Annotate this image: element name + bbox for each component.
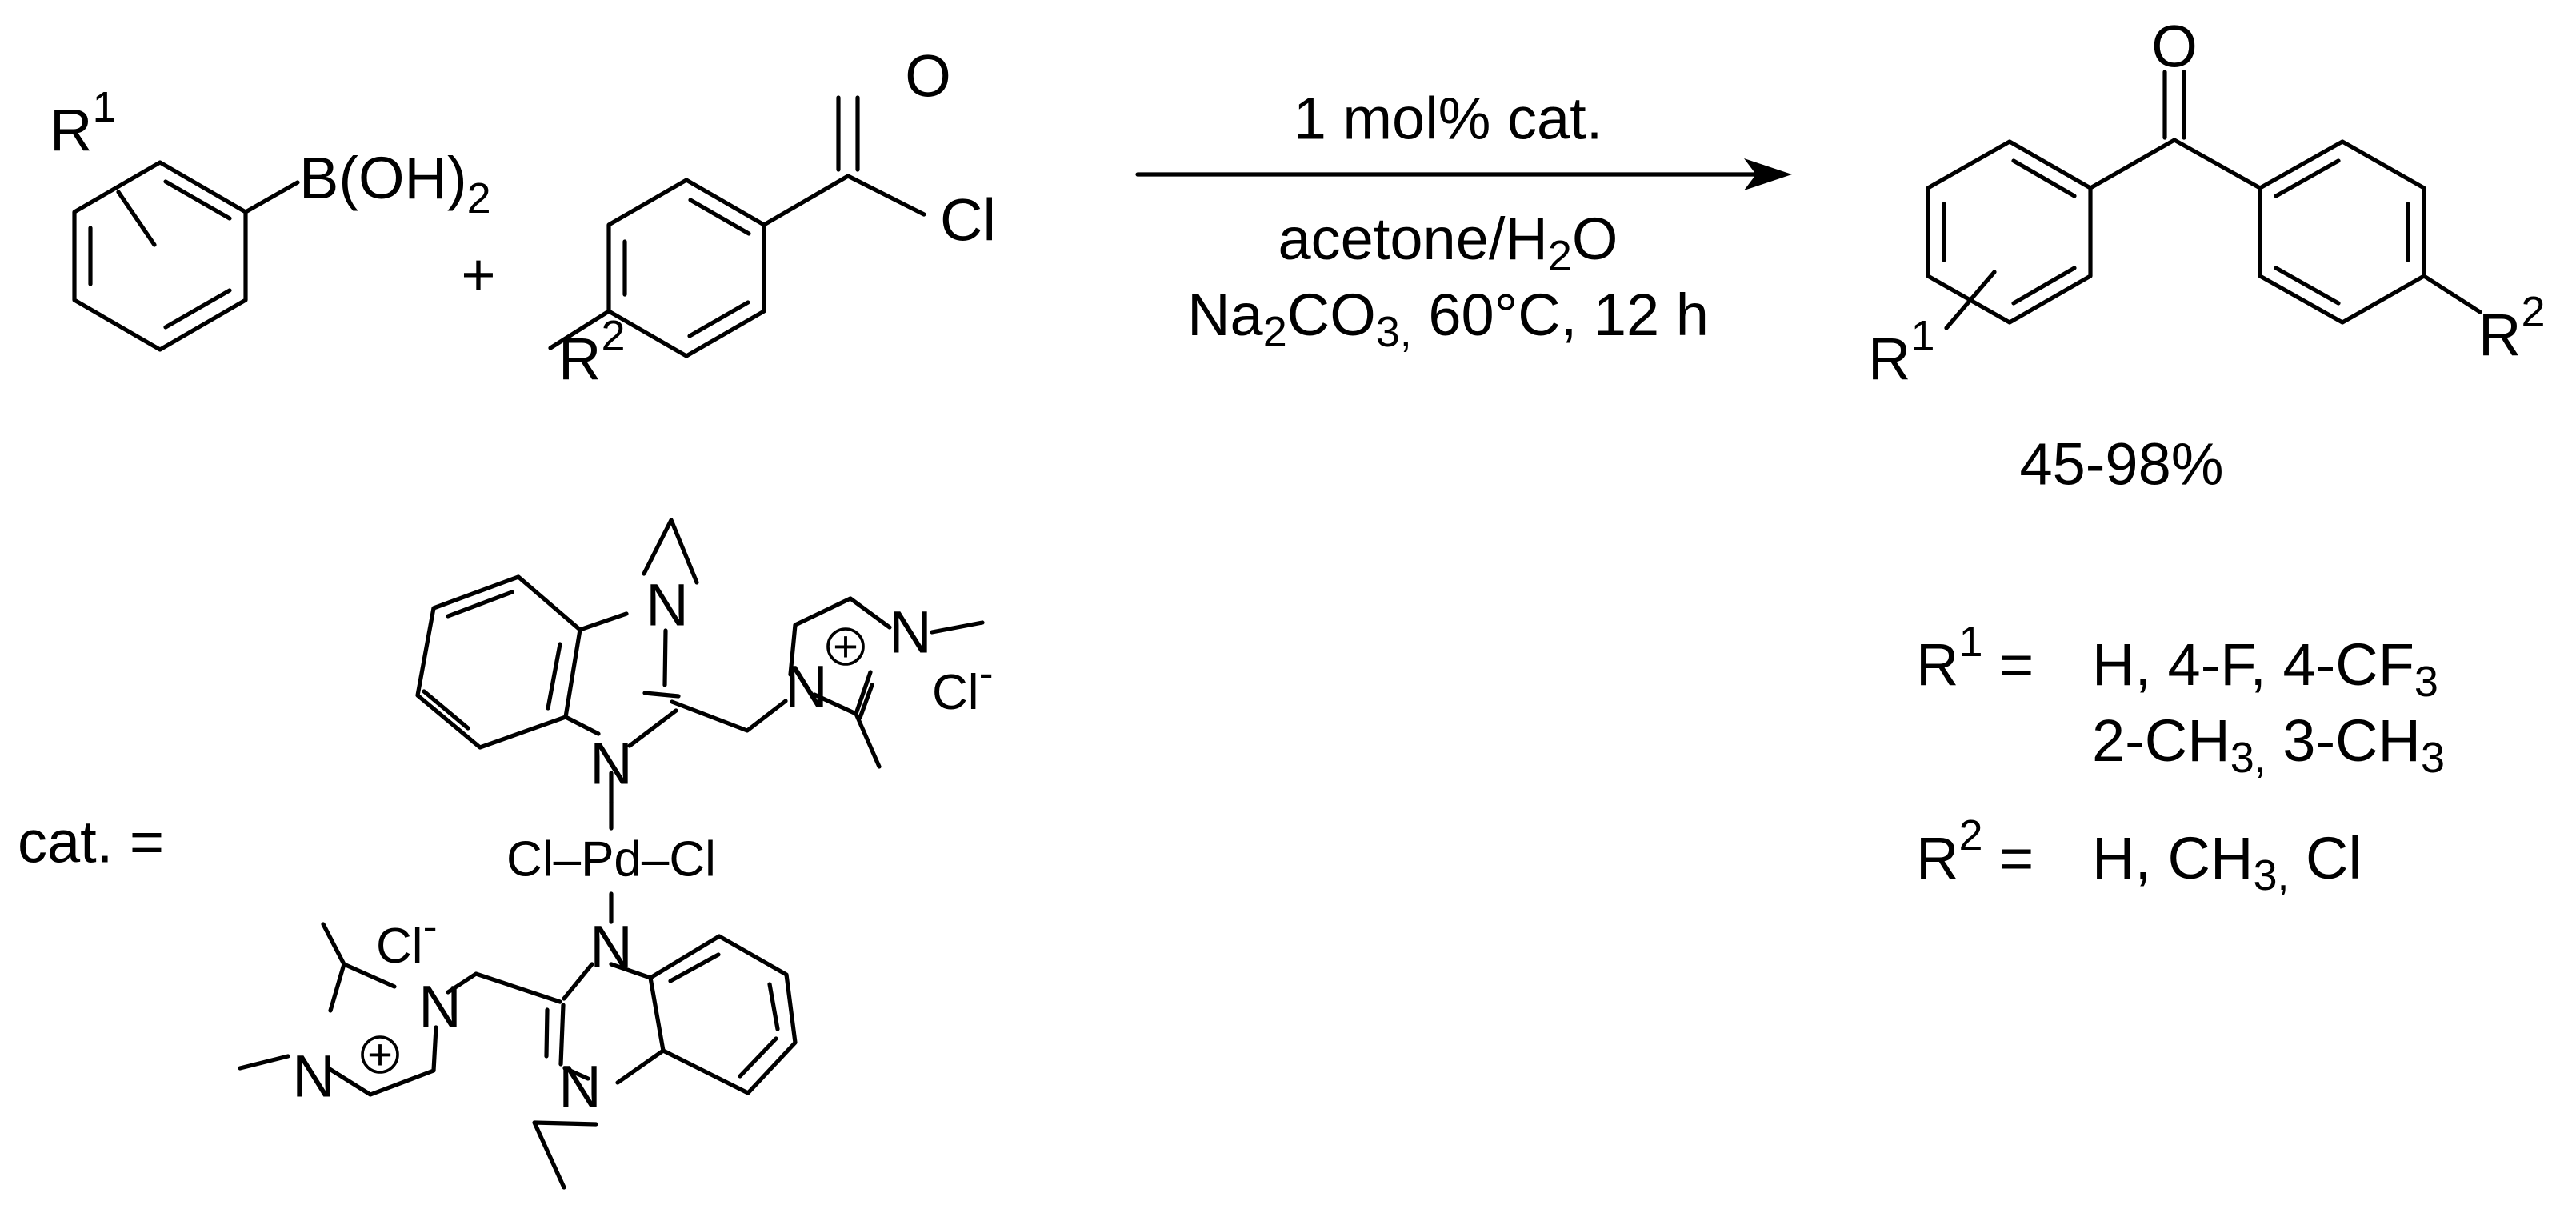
reaction-arrow: 1 mol% cat. acetone/H2O Na2CO3, 60°C, 12… xyxy=(1135,86,1792,357)
arrow-label-catalyst: 1 mol% cat. xyxy=(1294,86,1603,152)
catalyst-top-benzo-inner-bonds xyxy=(422,590,562,731)
catalyst-chloride-ion-bottom: Cl- xyxy=(376,903,438,974)
arrow-head xyxy=(1744,158,1792,190)
product-right-ring xyxy=(2258,139,2426,325)
catalyst-n-bottom-2: N xyxy=(558,1054,601,1120)
catalyst-pd-dichloride: Cl–Pd–Cl xyxy=(506,832,716,887)
catalyst-chloride-ion-top: Cl- xyxy=(932,649,994,720)
product-r2-bond xyxy=(2422,274,2482,314)
substituent-definitions: R1 = H, 4-F, 4-CF3 2-CH3, 3-CH3 R2 = H, … xyxy=(1916,618,2445,899)
catalyst-top-imidazolium-methyls xyxy=(854,620,985,769)
catalyst-top-ethyl xyxy=(642,518,699,585)
catalyst-n-bottom-4: N xyxy=(292,1043,334,1110)
product-carbonyl-bonds xyxy=(2088,70,2262,190)
product-r1-label: R1 xyxy=(1868,312,1935,392)
product-right-ring-inner-bonds xyxy=(2274,158,2410,306)
catalyst-bottom-ethyl xyxy=(532,1120,598,1190)
acyl-chloride-r2-bond xyxy=(548,309,611,350)
plus-sign: + xyxy=(461,242,495,308)
product-r1-bond xyxy=(1944,270,1997,330)
catalyst-bottom-benzo-inner-bonds xyxy=(668,952,780,1079)
reagent1-boron-group: B(OH)2 xyxy=(299,145,491,223)
arrow-label-conditions: Na2CO3, 60°C, 12 h xyxy=(1187,282,1709,357)
product-left-ring xyxy=(1926,139,2093,325)
catalyst-structure: cat. = N N N N Cl–Pd–Cl N N N N Cl- xyxy=(18,518,994,1190)
reagent1-r1-label: R1 xyxy=(50,83,117,163)
catalyst-n-top-2: N xyxy=(590,731,632,797)
product-benzophenone: O R1 R2 45-98% xyxy=(1868,14,2546,498)
catalyst-n-bottom-3: N xyxy=(418,974,461,1040)
reagent-acyl-chloride: O Cl R2 xyxy=(548,43,996,392)
r2-definition: R2 = H, CH3, Cl xyxy=(1916,811,2362,899)
product-yield: 45-98% xyxy=(2019,431,2223,498)
catalyst-positive-charge-circle-bottom xyxy=(361,1035,399,1074)
catalyst-bottom-imidazolium-ring xyxy=(327,962,438,1097)
product-r2-label: R2 xyxy=(2478,288,2546,368)
catalyst-positive-charge-circle-top xyxy=(826,627,865,666)
catalyst-bottom-methylene xyxy=(446,971,562,1004)
acyl-chloride-ring xyxy=(606,178,766,358)
catalyst-n-top-1: N xyxy=(646,572,688,639)
reagent2-r2-label: R2 xyxy=(558,312,626,392)
r1-definition-line2: 2-CH3, 3-CH3 xyxy=(2092,707,2445,783)
acyl-chloride-ring-inner-bonds xyxy=(622,198,751,338)
reagent2-chlorine: Cl xyxy=(940,187,996,254)
product-oxygen: O xyxy=(2151,14,2198,80)
catalyst-label: cat. = xyxy=(18,809,164,875)
catalyst-bottom-imidazolium-methyls xyxy=(238,922,346,1071)
boronic-acid-ring-inner-bonds xyxy=(88,179,232,330)
catalyst-positive-charge-top: + xyxy=(833,623,858,671)
catalyst-n-top-3: N xyxy=(785,654,827,720)
catalyst-top-imidazole-bonds xyxy=(563,611,681,805)
arrow-label-solvent: acetone/H2O xyxy=(1278,206,1618,281)
reagent2-oxygen: O xyxy=(905,43,951,110)
boronic-acid-b-bond xyxy=(243,180,300,214)
reagent-boronic-acid: R1 B(OH)2 xyxy=(50,83,491,352)
acyl-chloride-carbonyl-bonds xyxy=(762,95,926,227)
catalyst-n-top-4: N xyxy=(889,599,931,666)
product-left-ring-inner-bonds xyxy=(1942,158,2077,306)
catalyst-bottom-imidazole-bonds xyxy=(544,962,666,1085)
catalyst-positive-charge-bottom: + xyxy=(367,1031,393,1079)
catalyst-top-methylene xyxy=(670,699,788,733)
boronic-acid-r1-bond xyxy=(116,190,157,247)
boronic-acid-ring xyxy=(72,160,248,352)
catalyst-n-bottom-1: N xyxy=(590,914,632,980)
r1-definition-line1: R1 = H, 4-F, 4-CF3 xyxy=(1916,618,2438,706)
